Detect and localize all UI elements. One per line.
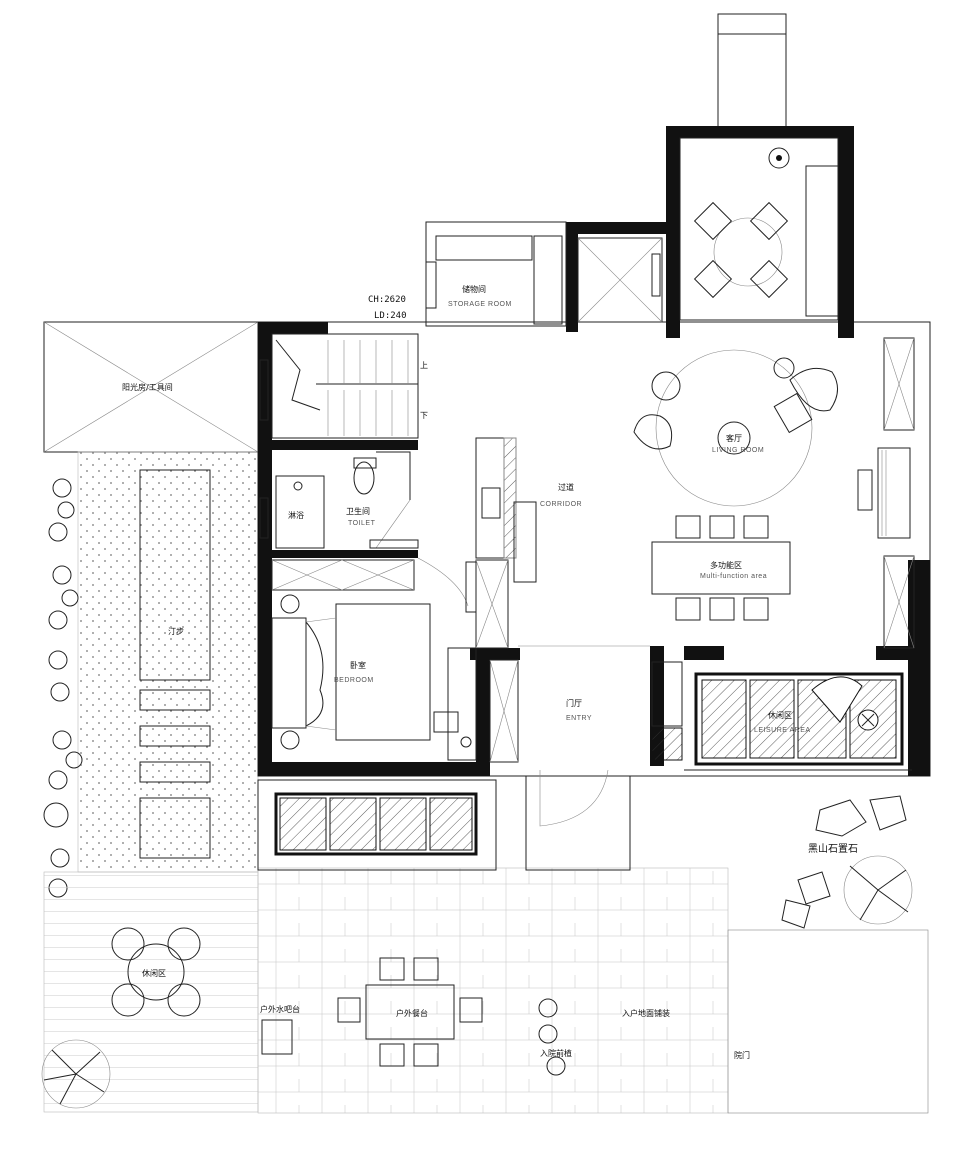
chimney [717,13,787,129]
entry-paving-label: 入户地面铺装 [622,1008,670,1018]
stair-down-label: 下 [420,411,428,420]
stepping-stone [139,761,211,783]
dining-room [679,137,839,321]
outdoor-bar [261,1019,293,1055]
multi-function-table [651,515,791,621]
yard-gate-zone [727,929,929,1114]
toilet-label: 卫生间 [346,506,370,516]
gravel-area [77,451,259,873]
leisure-area [684,672,912,771]
storage-room [425,221,567,327]
living-label: 客厅 [726,433,742,443]
black-stone-feature [781,795,913,929]
stepping-stone [139,797,211,859]
stone-label: 黑山石置石 [808,843,858,855]
entry-hall [489,645,683,871]
stepping-stone [139,725,211,747]
bay-window [257,779,497,871]
stair-up-label: 上 [420,361,428,370]
entry-label: 门厅 [566,698,582,708]
corridor-cabinet [475,437,537,649]
ceiling-height-label: CH:2620 [368,295,406,305]
level-diff-label: LD:240 [374,311,407,321]
storage-label-en: STORAGE ROOM [448,301,512,308]
shrub-row [43,478,83,898]
garden-leisure-table [111,927,201,1017]
deck-area [43,871,259,1113]
outdoor-dining-label: 户外餐台 [396,1008,428,1018]
multi-function-label: 多功能区 [710,560,742,570]
bedroom-label: 卧室 [350,660,366,670]
storage-label: 储物间 [462,284,486,294]
stepping-stone-large [139,469,211,681]
tree-icon [41,1039,111,1109]
garden-leisure-label: 休闲区 [142,968,166,978]
room-labels: 储物间 STORAGE ROOM CH:2620 LD:240 上 下 阳光房/… [122,284,858,1060]
leisure-label-en: LEISURE AREA [754,727,811,734]
living-label-en: LIVING ROOM [712,447,764,454]
elevator-shaft [577,237,663,323]
entry-wall-label: 入院前植 [540,1048,572,1058]
entry-label-en: ENTRY [566,715,592,722]
garden [41,321,929,1114]
bathroom [259,451,419,549]
house-walls [257,126,931,777]
staircase [259,333,419,439]
multi-function-label-en: Multi-function area [700,573,767,580]
shower-label: 淋浴 [288,510,304,520]
toilet-label-en: TOILET [348,520,376,527]
bedroom [271,557,477,761]
outdoor-bar-label: 户外水吧台 [260,1004,300,1014]
outdoor-dining-table [337,957,483,1067]
corridor-label: 过道 [558,482,574,492]
stepping-stone-label: 汀步 [168,627,184,636]
sunroom-label: 阳光房/工具间 [122,382,173,392]
corridor-label-en: CORRIDOR [540,501,582,508]
shrub-row-entry [538,998,566,1076]
leisure-label: 休闲区 [768,710,792,720]
yard-gate-label: 院门 [734,1050,750,1060]
bedroom-label-en: BEDROOM [334,677,374,684]
living-room [633,337,915,649]
front-paving [257,867,729,1114]
stepping-stone [139,689,211,711]
